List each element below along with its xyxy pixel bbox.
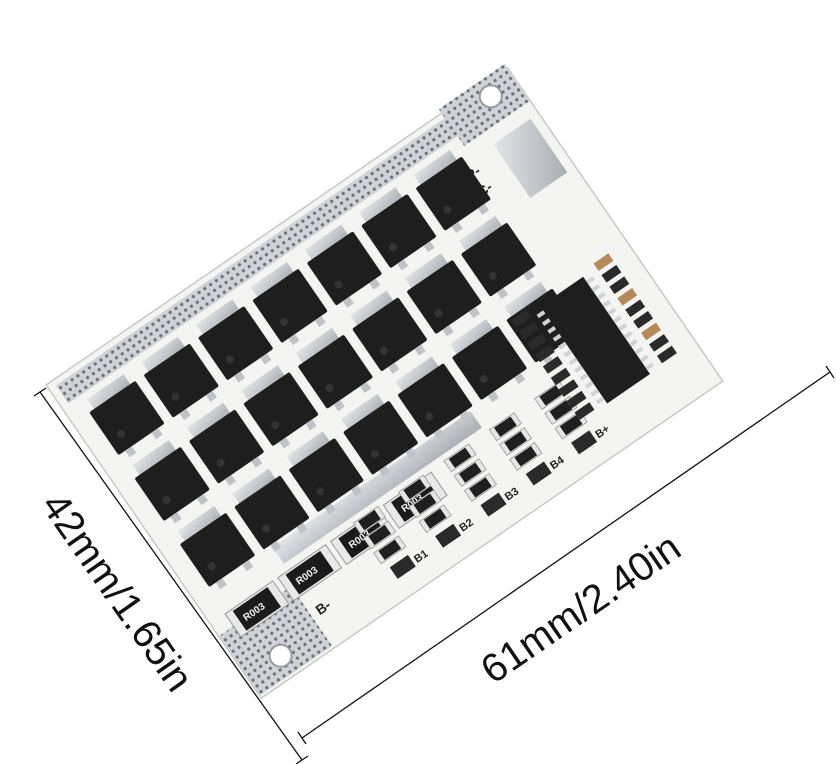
b-plus-pad — [571, 430, 598, 455]
mosfet — [404, 253, 482, 337]
mosfet — [141, 336, 219, 420]
b2-pad — [435, 523, 462, 548]
smd-resistor — [398, 474, 432, 504]
mosfet — [241, 365, 319, 449]
protection-ic — [540, 276, 651, 404]
height-dimension-line — [39, 391, 303, 761]
smd-resistor — [509, 441, 543, 471]
p-minus-pad — [493, 118, 568, 198]
width-dimension-line — [301, 371, 831, 739]
mosfet — [177, 506, 255, 590]
smd-resistor — [443, 443, 477, 473]
bottom-left-pad — [218, 586, 333, 696]
ic-pins — [536, 276, 655, 405]
smd-resistor — [408, 489, 442, 519]
dimension-lines — [33, 365, 835, 764]
mosfet-bus-strip — [272, 411, 482, 564]
mosfet — [359, 187, 436, 271]
smd-resistor — [498, 427, 533, 456]
mosfet — [341, 393, 418, 478]
smd-resistor — [418, 504, 452, 534]
smd-resistor — [362, 520, 397, 550]
top-pad-strip — [55, 99, 485, 404]
shunt-resistor: R003 — [277, 544, 343, 602]
mosfet — [413, 149, 491, 234]
mosfet — [286, 431, 364, 515]
mosfet — [250, 262, 328, 346]
mosfet — [87, 374, 164, 458]
mosfet — [449, 319, 527, 403]
mosfet — [395, 356, 473, 440]
mosfet — [458, 215, 536, 299]
b1-pad — [389, 554, 416, 579]
mosfet — [196, 299, 273, 383]
mounting-hole-bottom — [268, 643, 293, 668]
shunt-resistors: R003 R003 R003 R003 — [224, 471, 448, 638]
smd-resistor — [352, 505, 387, 535]
smd-resistor — [463, 473, 498, 502]
shunt-resistor: R003 — [329, 507, 395, 566]
ic-passives — [511, 253, 677, 420]
mosfet — [304, 224, 382, 308]
mounting-hole-top — [478, 84, 503, 109]
pcb-board: P- C- B- R003 R003 — [44, 63, 724, 700]
mosfet — [132, 440, 210, 524]
mosfet — [186, 402, 264, 486]
mosfet — [232, 468, 309, 552]
b3-pad — [480, 492, 507, 517]
smd-resistor — [453, 458, 487, 488]
mosfet-array — [87, 149, 581, 590]
smd-resistor — [488, 412, 522, 442]
b4-pad — [525, 461, 552, 486]
width-dimension-label: 61mm/2.40in — [473, 525, 688, 692]
mosfet — [295, 327, 373, 412]
mosfet — [350, 290, 427, 374]
shunt-resistor: R003 — [224, 580, 290, 638]
smd-resistor — [373, 535, 407, 565]
